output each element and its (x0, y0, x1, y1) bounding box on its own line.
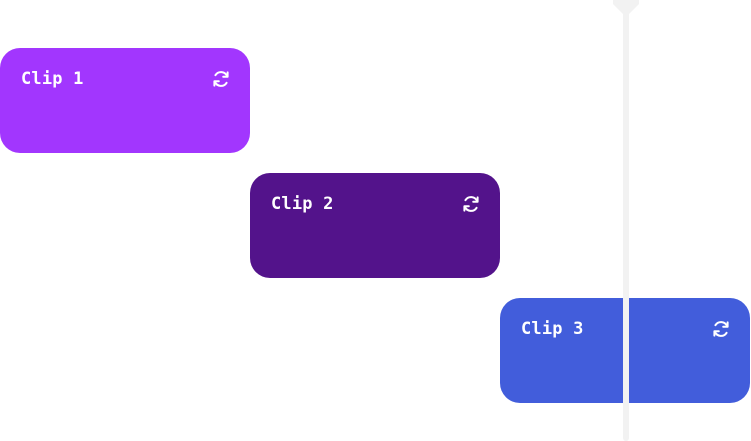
clip-label: Clip 1 (21, 69, 84, 89)
playhead[interactable] (611, 0, 641, 441)
playhead-line[interactable] (623, 10, 629, 441)
clip-2[interactable]: Clip 2 (250, 173, 500, 278)
playhead-handle-icon[interactable] (611, 0, 641, 18)
loop-icon[interactable] (711, 319, 731, 339)
loop-icon[interactable] (461, 194, 481, 214)
clip-label: Clip 3 (521, 319, 584, 339)
clip-label: Clip 2 (271, 194, 334, 214)
clip-1[interactable]: Clip 1 (0, 48, 250, 153)
loop-icon[interactable] (211, 69, 231, 89)
